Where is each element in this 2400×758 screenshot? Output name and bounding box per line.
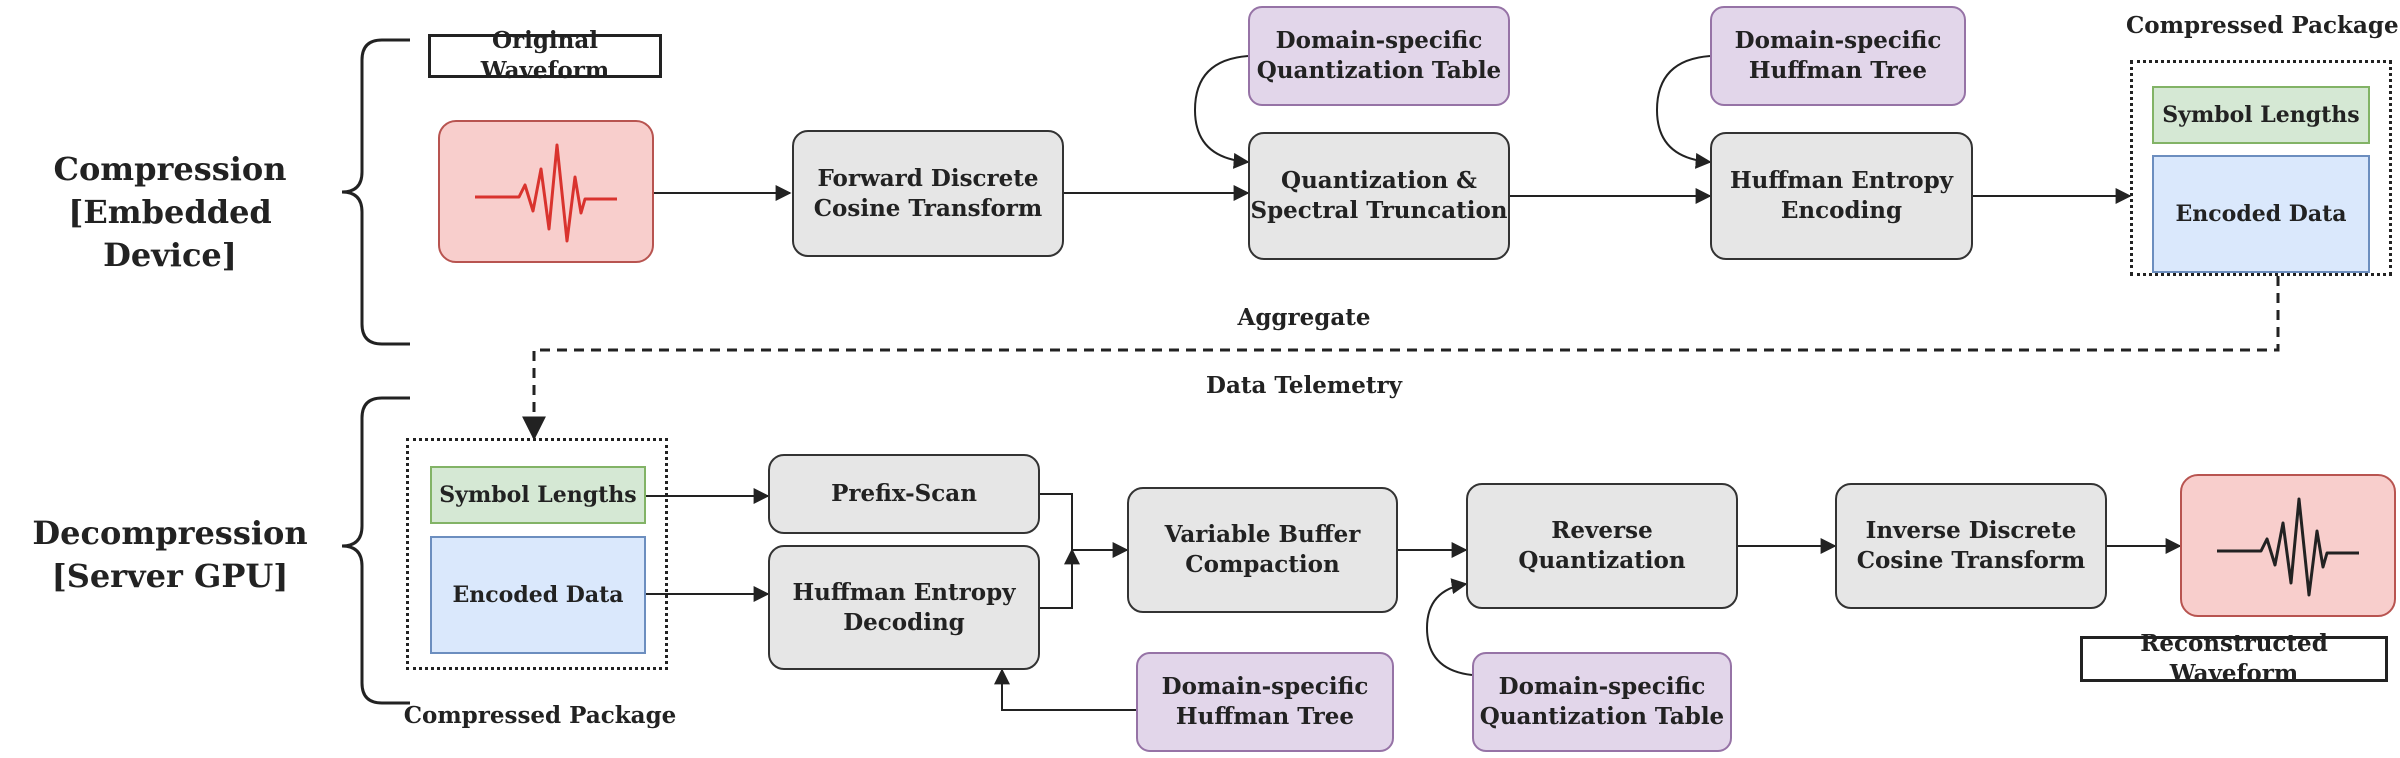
inverse-dct-step: Inverse Discrete Cosine Transform — [1835, 483, 2107, 609]
compression-section-label: Compression [Embedded Device] — [53, 150, 287, 275]
quantization-table-compress: Domain-specific Quantization Table — [1248, 6, 1510, 106]
compressed-package-title-top: Compressed Package — [2126, 12, 2399, 39]
original-waveform — [438, 120, 654, 263]
arrow-huffman-tree-to-encoding — [1655, 55, 1712, 169]
reconstructed-waveform-label: Reconstructed Waveform — [2080, 630, 2388, 687]
arrow-prefix-scan-to-compaction — [1040, 493, 1129, 558]
waveform-icon — [475, 143, 617, 242]
huffman-decoding-step: Huffman Entropy Decoding — [768, 545, 1040, 670]
encoded-data-top: Encoded Data — [2152, 155, 2370, 273]
decompression-section-label: Decompression [Server GPU] — [32, 514, 308, 596]
encoded-data-bottom: Encoded Data — [430, 536, 646, 654]
buffer-compaction-step: Variable Buffer Compaction — [1127, 487, 1398, 613]
arrow-quant-table-to-reverse-quant — [1425, 578, 1473, 676]
huffman-encoding-step: Huffman Entropy Encoding — [1710, 132, 1973, 260]
waveform-icon — [2217, 497, 2359, 596]
huffman-tree-decompress: Domain-specific Huffman Tree — [1136, 652, 1394, 752]
data-telemetry-label: Data Telemetry — [1206, 372, 1402, 399]
compressed-package-bottom — [406, 438, 668, 670]
compressed-package-title-bottom: Compressed Package — [403, 702, 677, 729]
compressed-package-top — [2130, 60, 2392, 276]
reconstructed-waveform — [2180, 474, 2396, 617]
symbol-lengths-top: Symbol Lengths — [2152, 86, 2370, 144]
quantization-step: Quantization & Spectral Truncation — [1248, 132, 1510, 260]
arrow-huffman-tree-to-decoding — [994, 668, 1136, 711]
decompression-brace — [341, 396, 410, 705]
reverse-quantization-step: Reverse Quantization — [1466, 483, 1738, 609]
arrow-decoding-to-compaction — [1040, 548, 1080, 609]
forward-dct-step: Forward Discrete Cosine Transform — [792, 130, 1064, 257]
compression-brace — [341, 38, 410, 346]
telemetry-link — [522, 276, 2280, 441]
huffman-tree-compress: Domain-specific Huffman Tree — [1710, 6, 1966, 106]
quantization-table-decompress: Domain-specific Quantization Table — [1472, 652, 1732, 752]
symbol-lengths-bottom: Symbol Lengths — [430, 466, 646, 524]
prefix-scan-step: Prefix-Scan — [768, 454, 1040, 534]
aggregate-label: Aggregate — [1237, 304, 1371, 331]
original-waveform-label: Original Waveform — [428, 27, 662, 84]
arrow-quant-table-to-quantization — [1193, 55, 1250, 169]
